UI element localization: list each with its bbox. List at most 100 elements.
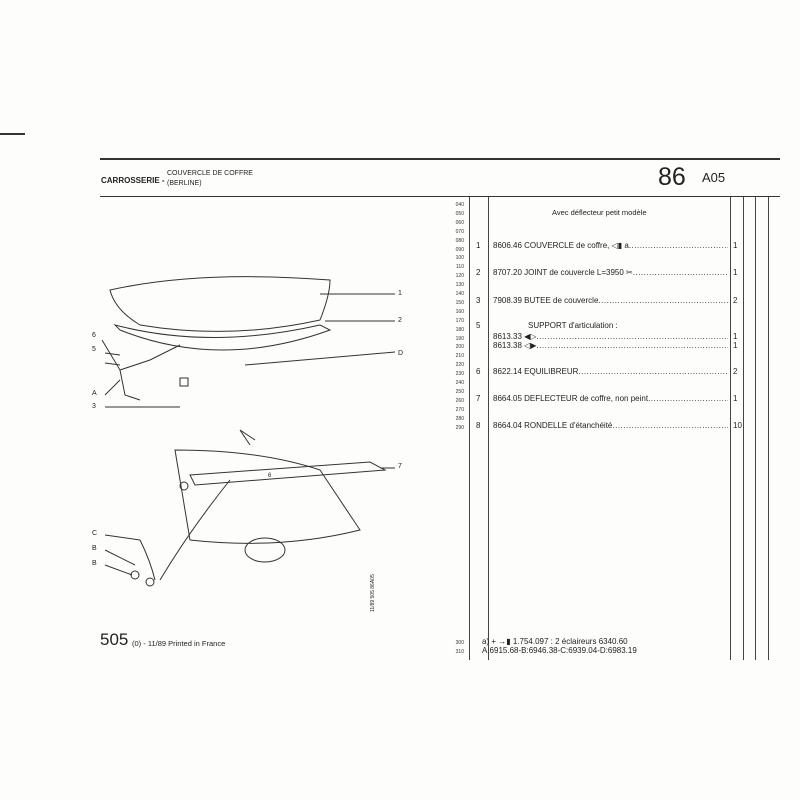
line-number: 090 <box>455 246 464 253</box>
callout-2: 2 <box>398 317 402 324</box>
footnote-a: a) + →▮ 1.754.097 : 2 éclaireurs 6340.60 <box>482 637 628 646</box>
line-number: 080 <box>455 237 464 244</box>
line-number: 110 <box>456 264 464 271</box>
row-description: 8707.20 JOINT de couvercle L=3950 ✂.....… <box>493 268 728 277</box>
col-line <box>469 197 470 660</box>
line-number: 050 <box>455 210 464 217</box>
callout-3: 3 <box>92 403 96 410</box>
line-number: 230 <box>455 371 464 378</box>
row-description: 7908.39 BUTEE de couvercle..............… <box>493 296 728 305</box>
part-text: 8613.38 ◁▶ <box>493 341 537 350</box>
line-number: 190 <box>455 335 464 342</box>
line-number: 280 <box>455 415 464 422</box>
callout-5: 5 <box>92 346 96 353</box>
callout-D: D <box>398 350 404 357</box>
callout-A: A <box>92 390 97 397</box>
row-quantity: 2 <box>733 296 738 305</box>
line-number: 290 <box>455 424 464 431</box>
row-index: 5 <box>476 321 481 330</box>
callout-6: 6 <box>92 332 96 339</box>
line-number: 260 <box>455 397 464 404</box>
col-line <box>488 197 489 660</box>
leader-dots: ........................................… <box>648 394 728 403</box>
subtitle-2: (BERLINE) <box>167 180 202 187</box>
line-number: 300 <box>455 640 464 646</box>
line-number: 150 <box>455 299 464 306</box>
row-quantity: 1 <box>733 341 738 350</box>
leader-dots: ........................................… <box>628 241 728 250</box>
row-index: 6 <box>476 367 481 376</box>
row-description: 8613.38 ◁▶..............................… <box>493 341 728 350</box>
group-number: 86 <box>658 163 686 191</box>
part-text: 8707.20 JOINT de couvercle L=3950 ✂ <box>493 268 633 277</box>
part-text: 8664.05 DEFLECTEUR de coffre, non peint <box>493 394 649 403</box>
line-number: 060 <box>455 219 464 226</box>
footer-text: (0) - 11/89 Printed in France <box>132 639 226 648</box>
line-number: 210 <box>455 353 464 360</box>
row-description: 8664.04 RONDELLE d'étanchéité...........… <box>493 421 728 430</box>
line-number: 180 <box>455 326 464 333</box>
exploded-diagram <box>101 276 396 587</box>
part-text: 8622.14 EQUILIBREUR <box>493 367 579 376</box>
hinge-strut <box>101 339 181 401</box>
leader-dots: ........................................… <box>578 367 728 376</box>
leader-dots: ........................................… <box>598 296 728 305</box>
row-description: 8622.14 EQUILIBREUR.....................… <box>493 367 728 376</box>
row-quantity: 2 <box>733 367 738 376</box>
line-number: 070 <box>455 228 464 235</box>
line-number: 130 <box>455 282 464 289</box>
row-description: SUPPORT d'articulation : <box>528 321 728 330</box>
table-heading: Avec déflecteur petit modèle <box>552 208 647 217</box>
margin-mark <box>0 133 25 135</box>
callout-C: C <box>92 530 98 537</box>
col-line <box>768 197 769 660</box>
leader-dots: ........................................… <box>632 268 728 277</box>
header-rule <box>100 196 780 197</box>
row-quantity: 1 <box>733 394 738 403</box>
row-quantity: 1 <box>733 268 738 277</box>
row-description: 8613.33 ◀▷..............................… <box>493 332 728 341</box>
top-rule <box>100 158 780 160</box>
part-text: SUPPORT d'articulation : <box>528 321 618 330</box>
section-title: CARROSSERIE - <box>101 176 165 185</box>
line-number: 040 <box>455 202 464 208</box>
col-line <box>730 197 731 660</box>
subtitle-1: COUVERCLE DE COFFRE <box>167 170 253 177</box>
vertical-ref: 11/89 505 86A05 <box>370 574 376 612</box>
line-number: 310 <box>455 649 464 655</box>
line-number: 140 <box>455 291 464 297</box>
line-number: 100 <box>455 255 464 262</box>
callout-7: 7 <box>398 463 402 470</box>
trunk-lid <box>109 276 331 332</box>
row-index: 8 <box>476 421 481 430</box>
car-rear <box>174 449 361 544</box>
model-number: 505 <box>100 630 129 649</box>
part-text: 8664.04 RONDELLE d'étanchéité <box>493 421 613 430</box>
leader-dots: ........................................… <box>612 421 728 430</box>
row-index: 7 <box>476 394 481 403</box>
deflector-label: 6 <box>268 473 272 479</box>
col-line <box>743 197 744 660</box>
callout-B-2: B <box>92 560 97 567</box>
line-number: 200 <box>455 344 464 351</box>
line-number: 220 <box>455 362 464 369</box>
row-index: 2 <box>476 268 481 277</box>
footnote-codes: A:6915.68-B:6946.38-C:6939.04-D:6983.19 <box>482 646 637 655</box>
part-text: 8613.33 ◀▷ <box>493 332 537 341</box>
callout-1: 1 <box>398 290 402 297</box>
line-number: 240 <box>455 380 464 386</box>
deflector <box>189 461 387 486</box>
leader-dots: ........................................… <box>536 341 728 350</box>
callout-B: B <box>92 545 97 552</box>
leader-dots: ........................................… <box>536 332 728 341</box>
row-index: 1 <box>476 241 481 250</box>
row-description: 8606.46 COUVERCLE de coffre, ◁▮ a.......… <box>493 241 728 250</box>
row-description: 8664.05 DEFLECTEUR de coffre, non peint.… <box>493 394 728 403</box>
col-line <box>755 197 756 660</box>
row-index: 3 <box>476 296 481 305</box>
line-number: 270 <box>455 406 464 413</box>
line-number: 160 <box>455 308 464 315</box>
row-quantity: 1 <box>733 332 738 341</box>
row-quantity: 10 <box>733 421 742 430</box>
